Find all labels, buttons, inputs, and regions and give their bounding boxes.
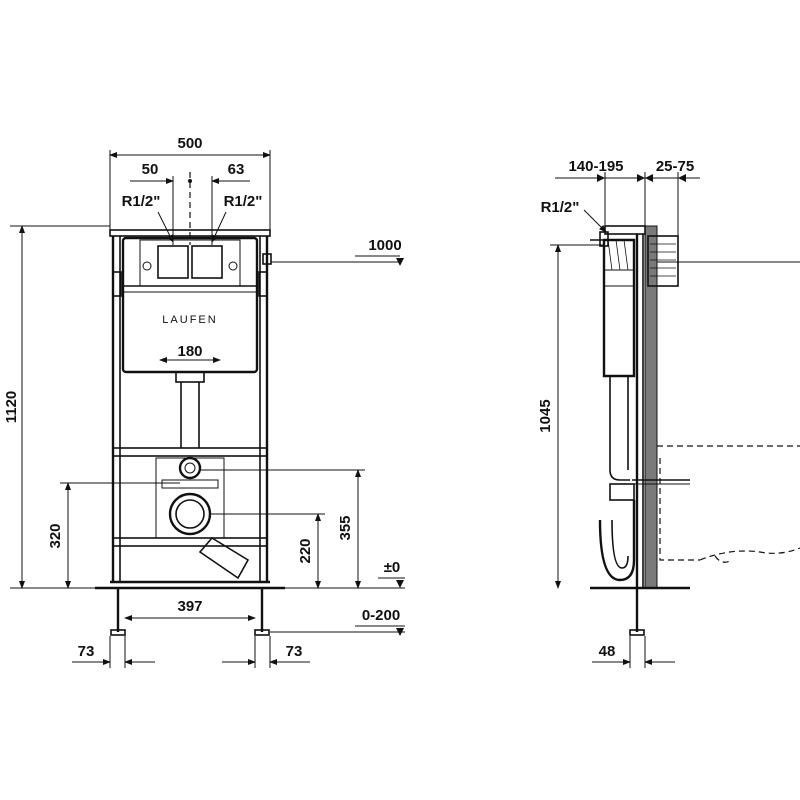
side-frame xyxy=(590,225,690,636)
dimension-offsets: 50 63 xyxy=(130,161,250,245)
dimension-320: 320 xyxy=(47,482,180,589)
height-355-label: 355 xyxy=(337,515,354,540)
dimension-0-200: 0-200 xyxy=(270,607,405,636)
foot-depth-label: 48 xyxy=(599,643,616,660)
drain-connection xyxy=(155,456,250,580)
height-total-label: 1120 xyxy=(3,391,20,424)
dimension-180: 180 xyxy=(159,343,221,363)
wc-bowl-outline xyxy=(657,445,800,563)
side-thread: R1/2" xyxy=(541,199,612,247)
foot-offset-left-label: 73 xyxy=(78,643,95,660)
floor-level: ±0 xyxy=(285,559,405,589)
dimension-48: 48 xyxy=(592,636,675,668)
dimension-depth: 140-195 25-75 xyxy=(555,158,700,236)
depth-range-2-label: 25-75 xyxy=(656,158,694,175)
dimension-1045: 1045 xyxy=(537,244,605,589)
flush-pipe-width-label: 180 xyxy=(177,343,202,360)
height-top-ref-label: 1000 xyxy=(368,237,401,254)
dimension-220: 220 xyxy=(210,513,325,589)
dimension-73: 73 73 xyxy=(72,636,310,668)
wall xyxy=(644,225,800,589)
foot-adjust-label: 0-200 xyxy=(362,607,400,624)
flush-pipe xyxy=(175,371,205,448)
side-thread-label: R1/2" xyxy=(541,199,580,216)
thread-right-label: R1/2" xyxy=(224,193,263,210)
frame-outline xyxy=(109,229,272,582)
thread-labels: R1/2" R1/2" xyxy=(122,193,263,243)
dimension-500: 500 xyxy=(109,135,271,230)
height-220-label: 220 xyxy=(297,538,314,563)
thread-left-label: R1/2" xyxy=(122,193,161,210)
height-320-label: 320 xyxy=(47,523,64,548)
dimension-397: 397 xyxy=(124,598,256,621)
side-view: 140-195 25-75 R1/2" 1045 48 xyxy=(537,158,800,668)
dimension-1000: 1000 xyxy=(271,237,404,266)
connection-box xyxy=(647,235,679,287)
brand-label: LAUFEN xyxy=(162,314,217,326)
front-view: LAUFEN xyxy=(3,135,405,668)
depth-range-1-label: 140-195 xyxy=(568,158,623,175)
dimension-355: 355 xyxy=(200,469,365,589)
side-height-label: 1045 xyxy=(537,399,554,432)
offset-right-label: 63 xyxy=(228,161,245,178)
floor-level-label: ±0 xyxy=(384,559,401,576)
foot-spacing-label: 397 xyxy=(177,598,202,615)
offset-left-label: 50 xyxy=(142,161,159,178)
dimension-1120: 1120 xyxy=(3,225,110,589)
foot-offset-right-label: 73 xyxy=(286,643,303,660)
width-total-label: 500 xyxy=(177,135,202,152)
frame-feet xyxy=(95,580,285,636)
